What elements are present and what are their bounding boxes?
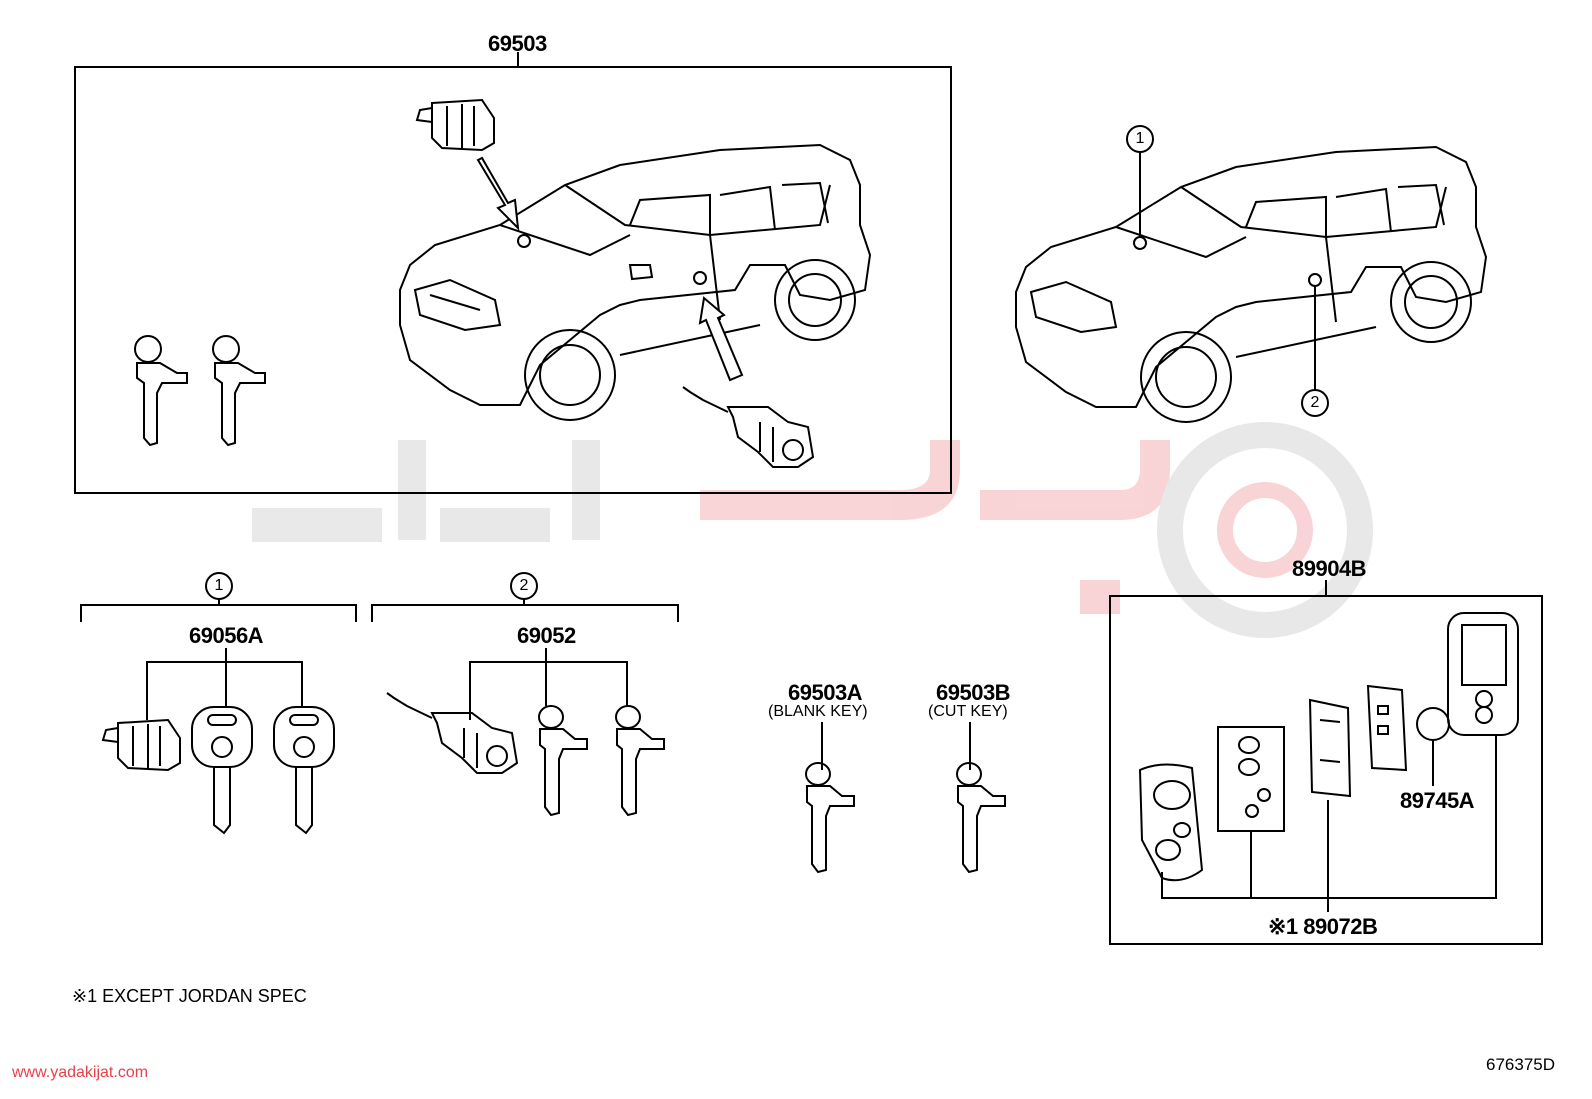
label-89745A: 89745A (1400, 788, 1475, 813)
label-89072B: ※1 89072B (1268, 914, 1378, 939)
vehicle-illustration-right (1015, 145, 1488, 423)
door-lock-cylinder-box (682, 386, 815, 468)
master-key-69056A-1 (191, 706, 253, 835)
label-69503A: 69503A (788, 680, 863, 705)
ignition-cylinder-69056A (101, 718, 181, 772)
key-69052-1 (538, 705, 588, 817)
label-69503: 69503 (488, 31, 547, 56)
smart-key-cover (1447, 612, 1519, 736)
callout-1-marker: 1 (1126, 125, 1154, 153)
group-1-marker: 1 (205, 572, 233, 600)
smart-key-buttons (1217, 726, 1285, 832)
label-69503B-sub: (CUT KEY) (928, 703, 1008, 720)
label-89904B: 89904B (1292, 556, 1367, 581)
footnote: ※1 EXCEPT JORDAN SPEC (72, 986, 307, 1006)
watermark-url[interactable]: www.yadakijat.com (12, 1064, 149, 1081)
label-69052: 69052 (517, 623, 576, 648)
key-box-left (134, 335, 188, 447)
watermark-logo (252, 422, 1373, 638)
drawing-code: 676375D (1486, 1055, 1556, 1074)
group-2-marker: 2 (510, 572, 538, 600)
vehicle-illustration-left (399, 143, 872, 421)
cut-key-69503B (956, 762, 1006, 874)
blank-key-69503A (805, 762, 855, 874)
callout-2-marker: 2 (1301, 389, 1329, 417)
label-69056A: 69056A (189, 623, 264, 648)
key-box-right (212, 335, 266, 447)
transmitter-board (1308, 698, 1352, 798)
key-plate (1366, 684, 1408, 772)
master-key-69056A-2 (273, 706, 335, 835)
smart-key-case (1138, 763, 1204, 882)
label-69503A-sub: (BLANK KEY) (768, 703, 868, 720)
ignition-cylinder-top (415, 98, 495, 152)
key-69052-2 (615, 705, 665, 817)
label-69503B: 69503B (936, 680, 1011, 705)
battery-89745A (1416, 707, 1450, 741)
door-lock-cylinder-69052 (386, 692, 519, 774)
